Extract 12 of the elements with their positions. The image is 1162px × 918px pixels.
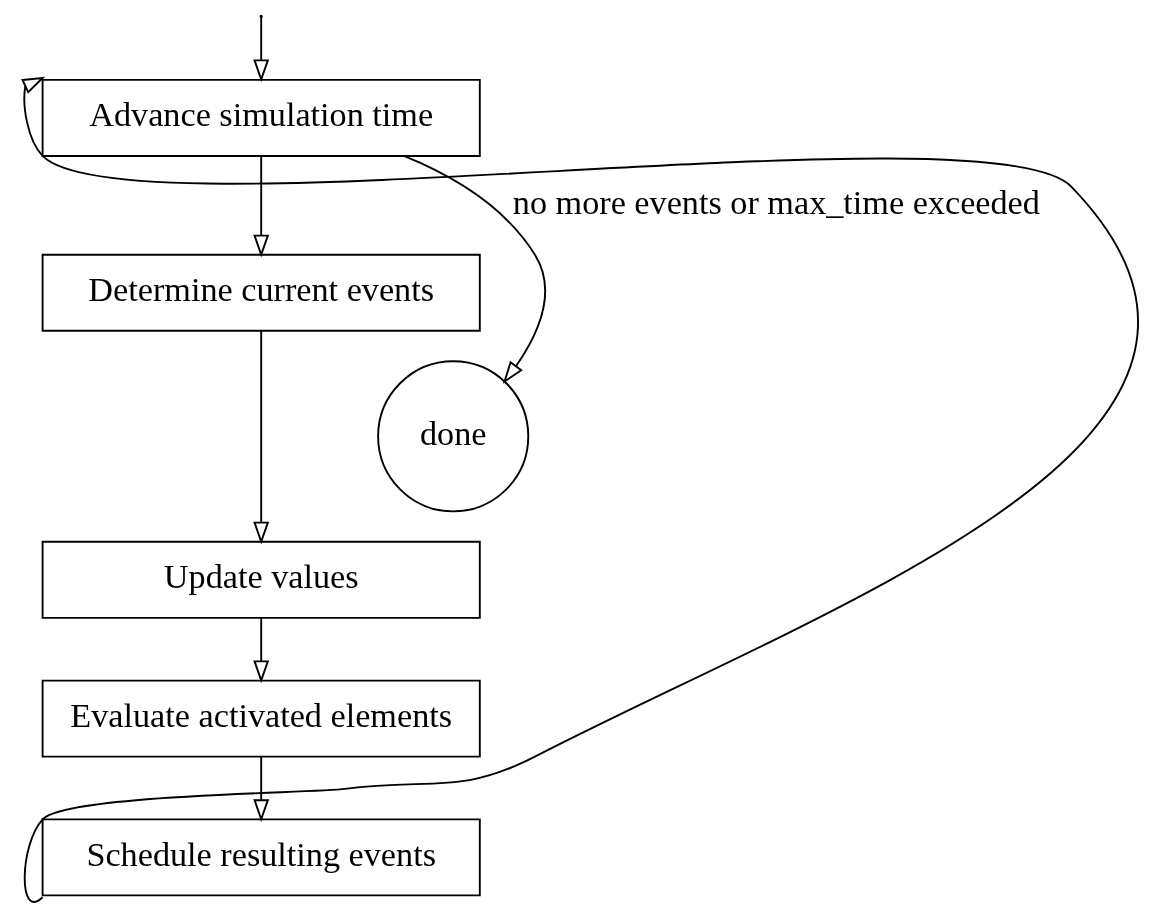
node-box: Schedule resulting events	[41, 818, 481, 897]
arrow	[253, 330, 270, 545]
node-box: Evaluate activated elements	[41, 679, 481, 758]
node-box: Update values	[41, 540, 481, 619]
arrow	[253, 755, 270, 823]
node-box: Determine current events	[41, 253, 481, 332]
arrow	[253, 155, 270, 258]
arrow	[21, 76, 1138, 903]
arrow	[402, 155, 546, 384]
arrow	[253, 616, 270, 684]
edge-label: no more events or max_time exceeded	[512, 183, 1040, 221]
node-box: Advance simulation time	[41, 78, 481, 157]
